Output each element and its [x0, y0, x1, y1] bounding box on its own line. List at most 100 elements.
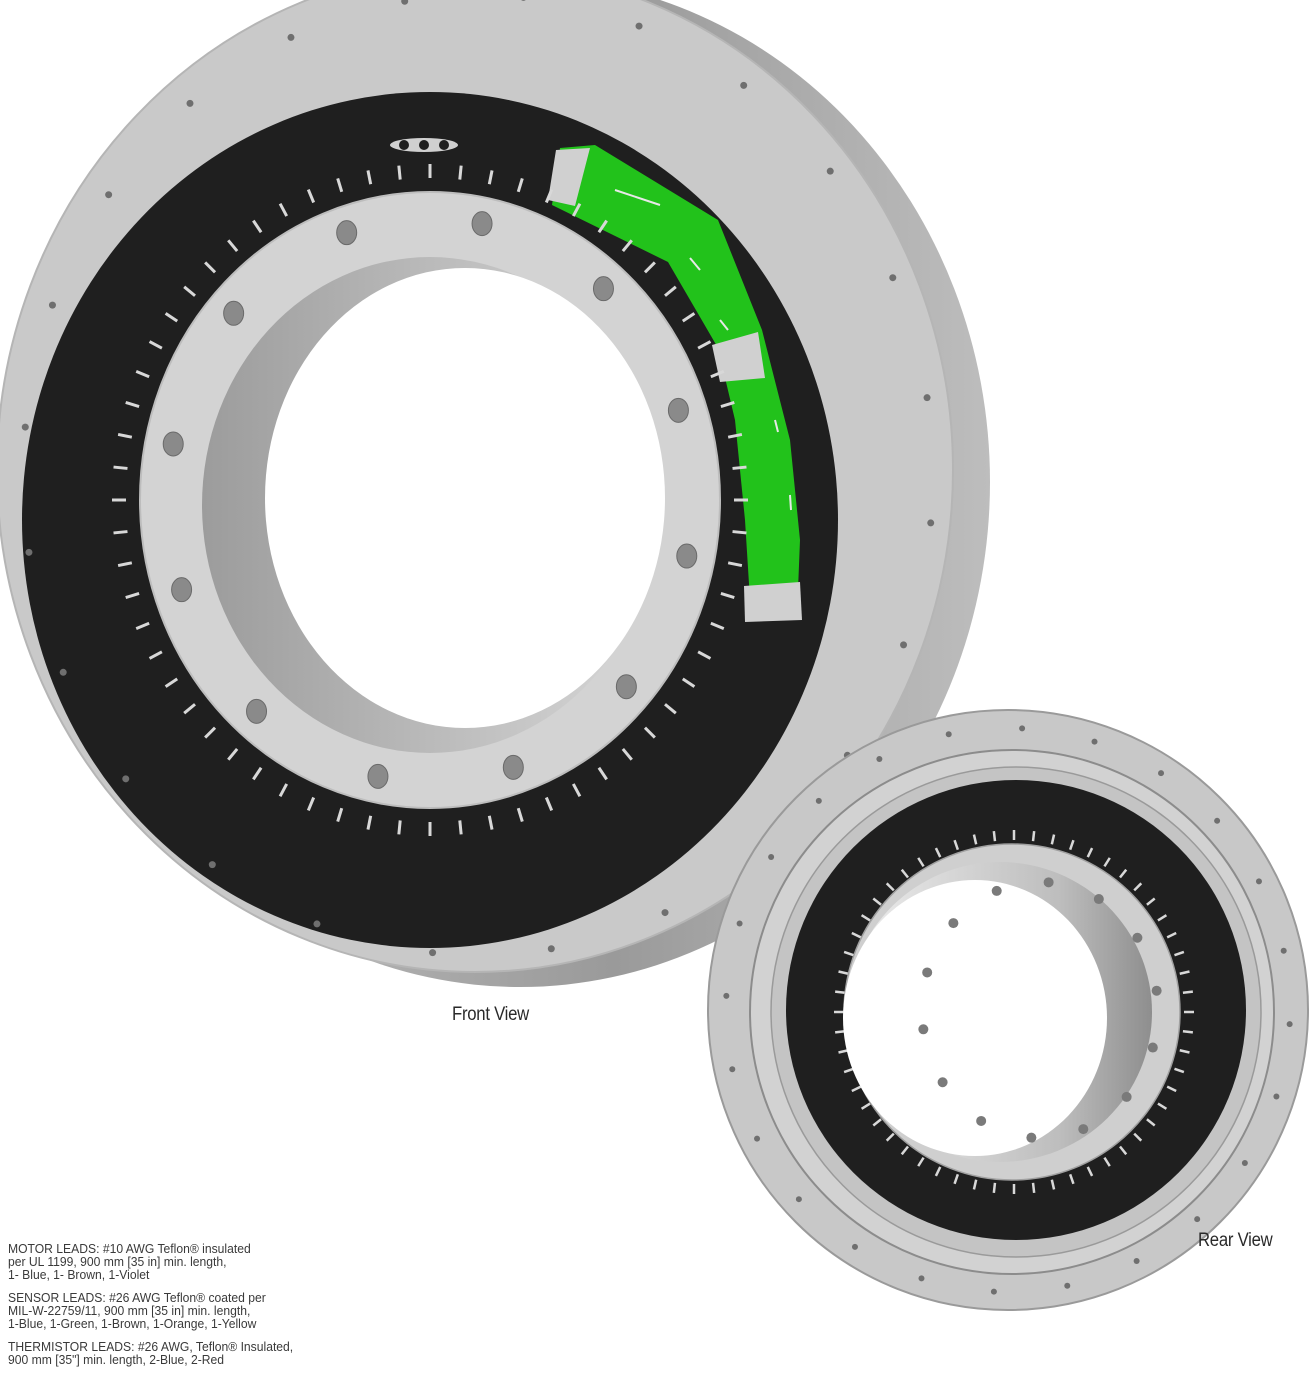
stator-tooth: [148, 650, 163, 660]
stator-tooth: [487, 170, 494, 185]
stator-tooth: [860, 1102, 871, 1110]
note-line: THERMISTOR LEADS: #26 AWG, Teflon® Insul…: [8, 1339, 294, 1354]
stator-tooth: [732, 530, 747, 535]
note-line: per UL 1199, 900 mm [35 in] min. length,: [8, 1254, 227, 1269]
stator-tooth: [1157, 914, 1168, 922]
stator-tooth: [135, 370, 150, 379]
mounting-hole: [1093, 894, 1104, 905]
stator-tooth: [487, 815, 494, 830]
stator-tooth: [204, 261, 217, 274]
stator-tooth: [1119, 1145, 1128, 1156]
stator-tooth: [872, 1118, 882, 1127]
mounting-hole: [723, 992, 730, 999]
stator-tooth: [732, 465, 747, 470]
stator-tooth: [516, 807, 524, 822]
stator-tooth: [117, 561, 133, 568]
stator-tooth: [1068, 839, 1075, 851]
stator-tooth: [306, 796, 316, 811]
motor-leads-note: MOTOR LEADS: #10 AWG Teflon® insulated p…: [8, 1242, 486, 1281]
mounting-hole: [1241, 1160, 1248, 1167]
stator-tooth: [838, 1049, 849, 1054]
stator-tooth: [1086, 1166, 1094, 1177]
mounting-hole: [918, 1275, 925, 1282]
stator-tooth: [1103, 857, 1111, 868]
stator-tooth: [135, 621, 150, 630]
stator-tooth: [1050, 834, 1056, 845]
mounting-hole: [768, 853, 775, 860]
mounting-hole: [1194, 1216, 1201, 1223]
stator-tooth: [1157, 1102, 1168, 1110]
thermistor-leads-note: THERMISTOR LEADS: #26 AWG, Teflon® Insul…: [8, 1340, 486, 1366]
stator-tooth: [710, 370, 725, 379]
stator-tooth: [1174, 950, 1185, 957]
stator-tooth: [204, 726, 217, 739]
mounting-hole: [1214, 817, 1221, 824]
rotor-hole: [615, 674, 637, 700]
mounting-hole: [429, 949, 437, 957]
stator-tooth: [227, 747, 239, 761]
mounting-hole: [59, 668, 67, 676]
mounting-hole: [1255, 878, 1262, 885]
stator-tooth: [1182, 1030, 1194, 1034]
rotor-hole: [171, 577, 193, 603]
stator-tooth: [1179, 1049, 1190, 1054]
note-line: MOTOR LEADS: #10 AWG Teflon® insulated: [8, 1241, 251, 1256]
stator-tooth: [516, 178, 524, 193]
note-line: MIL-W-22759/11, 900 mm [35 in] min. leng…: [8, 1303, 251, 1318]
stator-tooth: [227, 239, 239, 253]
mounting-hole: [889, 274, 897, 282]
stator-tooth: [838, 970, 849, 975]
stator-tooth: [1031, 831, 1036, 842]
stator-tooth: [148, 340, 163, 350]
mounting-hole: [851, 1243, 858, 1250]
mounting-hole: [990, 1288, 997, 1295]
stator-tooth: [1179, 970, 1190, 975]
stator-tooth: [843, 950, 854, 957]
mounting-hole: [186, 99, 194, 107]
rotor-hole: [367, 763, 389, 789]
mounting-hole: [826, 167, 834, 175]
rear-stator-teeth: [834, 830, 1194, 1194]
rotor-hole: [502, 754, 524, 780]
mounting-hole: [105, 191, 113, 199]
stator-tooth: [1174, 1067, 1185, 1074]
rotor-hole: [667, 397, 689, 423]
mounting-hole: [1151, 985, 1162, 996]
sensor-leads-note: SENSOR LEADS: #26 AWG Teflon® coated per…: [8, 1291, 486, 1330]
mounting-hole: [1121, 1091, 1132, 1102]
stator-tooth: [113, 465, 128, 470]
mounting-hole: [1132, 932, 1143, 943]
stator-tooth: [571, 783, 582, 798]
front-view-motor: [0, 0, 990, 987]
mounting-hole: [48, 301, 56, 309]
stator-tooth: [252, 766, 263, 781]
stator-tooth: [992, 1182, 997, 1193]
stator-tooth: [900, 868, 909, 879]
stator-tooth: [953, 1173, 960, 1185]
stator-tooth: [843, 1067, 854, 1074]
stator-tooth: [366, 170, 373, 185]
stator-tooth: [1086, 847, 1094, 858]
stator-tooth: [681, 312, 696, 323]
stator-tooth: [458, 820, 463, 835]
stator-tooth: [117, 432, 133, 439]
note-line: SENSOR LEADS: #26 AWG Teflon® coated per: [8, 1290, 266, 1305]
mounting-hole: [900, 641, 908, 649]
rear-view-caption: Rear View: [1198, 1230, 1273, 1251]
mounting-hole: [923, 394, 931, 402]
front-bore-opening: [265, 268, 665, 728]
mounting-hole: [1026, 1132, 1037, 1143]
stator-tooth: [834, 1030, 846, 1034]
stator-tooth: [900, 1145, 909, 1156]
stator-tooth: [397, 820, 402, 835]
mounting-hole: [661, 909, 669, 917]
front-connector: [390, 138, 458, 152]
stator-tooth: [834, 990, 846, 994]
stator-tooth: [720, 401, 735, 408]
stator-tooth: [125, 592, 140, 599]
stator-tooth: [1166, 931, 1177, 939]
stator-tooth: [972, 834, 978, 845]
rear-housing-holes: [723, 725, 1293, 1295]
stator-tooth: [1031, 1182, 1036, 1193]
mounting-hole: [922, 967, 933, 978]
